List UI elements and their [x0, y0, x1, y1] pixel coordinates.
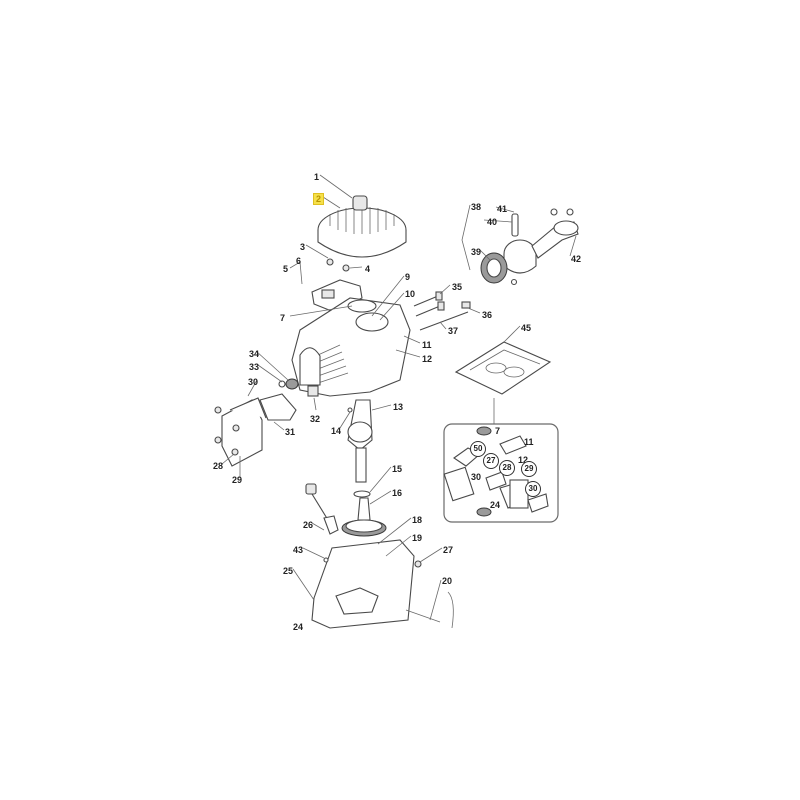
part-label-18[interactable]: 18 — [412, 515, 423, 525]
kit-label-27[interactable]: 27 — [483, 453, 499, 469]
part-label-27[interactable]: 27 — [443, 545, 454, 555]
kit-label-11[interactable]: 11 — [524, 437, 534, 447]
part-label-30[interactable]: 30 — [248, 377, 259, 387]
valve-cover[interactable] — [214, 397, 267, 467]
part-label-35[interactable]: 35 — [452, 282, 463, 292]
part-label-38[interactable]: 38 — [471, 202, 482, 212]
leader-lines — [221, 174, 577, 621]
bolt-27[interactable] — [414, 560, 422, 568]
part-label-36[interactable]: 36 — [482, 310, 493, 320]
part-label-16[interactable]: 16 — [392, 488, 403, 498]
kit-label-28[interactable]: 28 — [499, 460, 515, 476]
part-label-15[interactable]: 15 — [392, 464, 403, 474]
piston-assembly[interactable] — [480, 208, 579, 286]
part-label-43[interactable]: 43 — [293, 545, 304, 555]
bolt-4[interactable] — [342, 264, 350, 272]
engine-block[interactable] — [291, 297, 411, 397]
gasket-kit-bag[interactable] — [454, 341, 552, 395]
part-label-41[interactable]: 41 — [497, 204, 508, 214]
part-label-24[interactable]: 24 — [293, 622, 304, 632]
crankshaft[interactable] — [347, 399, 373, 498]
camshaft-gear[interactable] — [341, 497, 387, 537]
part-label-7[interactable]: 7 — [280, 313, 286, 323]
flywheel[interactable] — [317, 195, 407, 258]
part-label-26[interactable]: 26 — [303, 520, 314, 530]
throttle-linkage[interactable] — [405, 591, 454, 629]
part-label-13[interactable]: 13 — [393, 402, 404, 412]
part-label-25[interactable]: 25 — [283, 566, 294, 576]
part-label-32[interactable]: 32 — [310, 414, 321, 424]
part-label-14[interactable]: 14 — [331, 426, 342, 436]
part-label-3[interactable]: 3 — [300, 242, 306, 252]
part-label-4[interactable]: 4 — [365, 264, 371, 274]
bolt-3[interactable] — [326, 258, 334, 266]
part-label-20[interactable]: 20 — [442, 576, 453, 586]
part-label-33[interactable]: 33 — [249, 362, 260, 372]
part-label-34[interactable]: 34 — [249, 349, 260, 359]
part-label-2[interactable]: 2 — [313, 193, 325, 205]
part-label-28[interactable]: 28 — [213, 461, 224, 471]
kit-label-29[interactable]: 29 — [521, 461, 537, 477]
part-label-9[interactable]: 9 — [405, 272, 411, 282]
part-label-40[interactable]: 40 — [487, 217, 498, 227]
kit-label-24[interactable]: 24 — [490, 500, 501, 510]
part-label-39[interactable]: 39 — [471, 247, 482, 257]
part-label-11[interactable]: 11 — [422, 340, 432, 350]
rocker-parts[interactable] — [259, 378, 319, 421]
part-label-1[interactable]: 1 — [314, 172, 320, 182]
part-label-29[interactable]: 29 — [232, 475, 243, 485]
part-label-19[interactable]: 19 — [412, 533, 423, 543]
valves[interactable] — [413, 291, 471, 331]
dipstick[interactable] — [305, 483, 339, 535]
part-label-5[interactable]: 5 — [283, 264, 289, 274]
kit-label-50[interactable]: 50 — [470, 441, 486, 457]
crankcase-sump[interactable] — [311, 539, 415, 629]
part-label-31[interactable]: 31 — [285, 427, 296, 437]
part-label-42[interactable]: 42 — [571, 254, 582, 264]
kit-label-30[interactable]: 30 — [525, 481, 541, 497]
kit-label-30[interactable]: 30 — [471, 472, 482, 482]
part-label-37[interactable]: 37 — [448, 326, 459, 336]
part-label-10[interactable]: 10 — [405, 289, 416, 299]
part-label-45[interactable]: 45 — [521, 323, 532, 333]
kit-label-7[interactable]: 7 — [495, 426, 501, 436]
part-label-6[interactable]: 6 — [296, 256, 302, 266]
kit-label-12[interactable]: 12 — [518, 455, 529, 465]
part-label-12[interactable]: 12 — [422, 354, 433, 364]
